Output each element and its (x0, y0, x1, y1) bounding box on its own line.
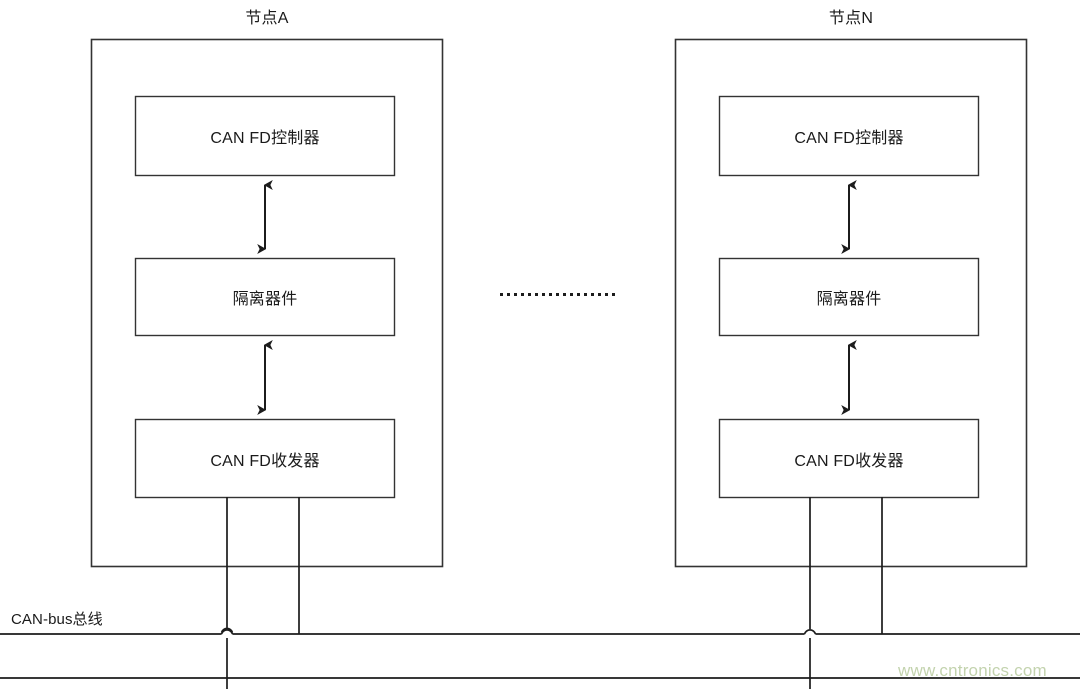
node-n-controller-box (718, 95, 980, 177)
node-n-transceiver-box (718, 418, 980, 499)
node-n-transceiver-label: CAN FD收发器 (794, 452, 904, 470)
site-watermark: www.cntronics.com (898, 661, 1047, 680)
node-a-controller-label: CAN FD控制器 (210, 130, 320, 147)
node-n-canh-hop-arc (803, 629, 817, 635)
node-n-outer-box (674, 38, 1028, 568)
node-a-outer-box (90, 38, 444, 568)
node-a-canh-hop-arc (220, 629, 234, 635)
node-a-group (90, 38, 444, 689)
node-n-title: 节点N (828, 10, 874, 27)
node-n-group (674, 38, 1028, 689)
node-a-transceiver-label: CAN FD收发器 (210, 452, 320, 470)
node-n-isolator-box (718, 257, 980, 337)
node-a-title: 节点A (245, 10, 289, 27)
node-a-isolator-box (134, 257, 396, 337)
ellipsis-dots (500, 293, 615, 296)
can-bus-label: CAN-bus总线 (11, 611, 103, 628)
node-a-transceiver-box (134, 418, 396, 499)
node-a-isolator-label: 隔离器件 (232, 291, 298, 308)
can-bus-lines (0, 633, 1080, 679)
node-n-isolator-label: 隔离器件 (816, 291, 882, 308)
node-a-controller-box (134, 95, 396, 177)
node-a-canh-drop-wire (220, 497, 234, 689)
node-n-controller-label: CAN FD控制器 (794, 130, 904, 147)
